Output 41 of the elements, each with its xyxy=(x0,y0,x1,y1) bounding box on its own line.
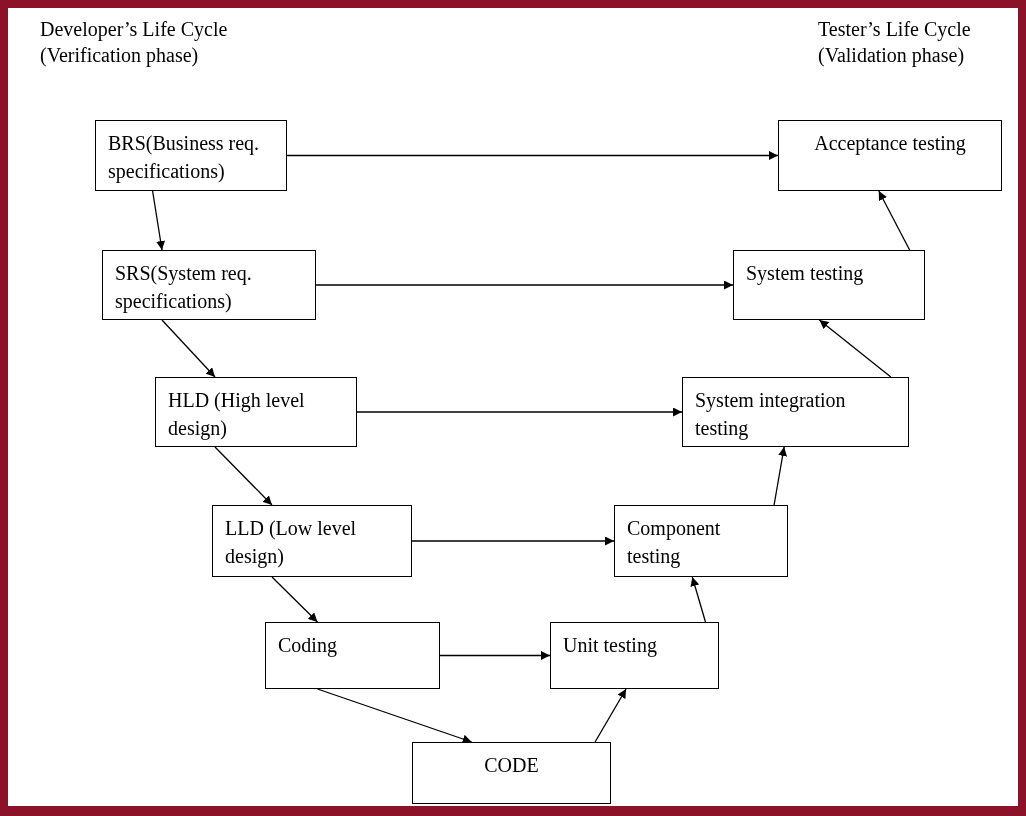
process-box xyxy=(155,377,357,447)
box-label: HLD (High level design) xyxy=(168,388,306,442)
arrow xyxy=(818,319,892,378)
arrow xyxy=(161,319,216,378)
box-label: System testing xyxy=(746,261,865,287)
arrow xyxy=(594,688,627,743)
process-box xyxy=(102,250,316,320)
process-box xyxy=(265,622,440,689)
arrow xyxy=(439,651,551,660)
phase-heading: (Validation phase) xyxy=(818,44,965,67)
process-box xyxy=(614,505,788,577)
box-label: CODE xyxy=(483,753,540,778)
arrow xyxy=(316,688,473,744)
phase-heading: Developer’s Life Cycle xyxy=(40,18,228,41)
process-box xyxy=(778,120,1002,191)
process-box xyxy=(733,250,925,320)
arrow xyxy=(690,576,707,623)
arrow xyxy=(411,536,615,546)
arrow xyxy=(773,446,788,506)
phase-heading: (Verification phase) xyxy=(40,44,199,67)
box-label: System integration testing xyxy=(695,388,847,442)
phase-heading: Tester’s Life Cycle xyxy=(818,18,971,41)
process-box xyxy=(550,622,719,689)
box-label: LLD (Low level design) xyxy=(225,516,358,570)
box-label: Unit testing xyxy=(563,633,658,659)
process-box xyxy=(682,377,909,447)
box-label: Component testing xyxy=(627,516,722,570)
process-box xyxy=(212,505,412,577)
arrow xyxy=(286,151,779,160)
arrow xyxy=(356,407,683,417)
arrow xyxy=(315,280,734,290)
arrow xyxy=(151,190,166,251)
arrow xyxy=(878,190,911,251)
process-box xyxy=(95,120,287,191)
process-box xyxy=(412,742,611,804)
arrow xyxy=(214,446,273,506)
box-label: BRS(Business req. specifications) xyxy=(108,131,261,185)
arrow xyxy=(271,576,319,623)
box-label: Coding xyxy=(278,633,338,659)
box-label: SRS(System req. specifications) xyxy=(115,261,253,315)
box-label: Acceptance testing xyxy=(813,131,967,157)
